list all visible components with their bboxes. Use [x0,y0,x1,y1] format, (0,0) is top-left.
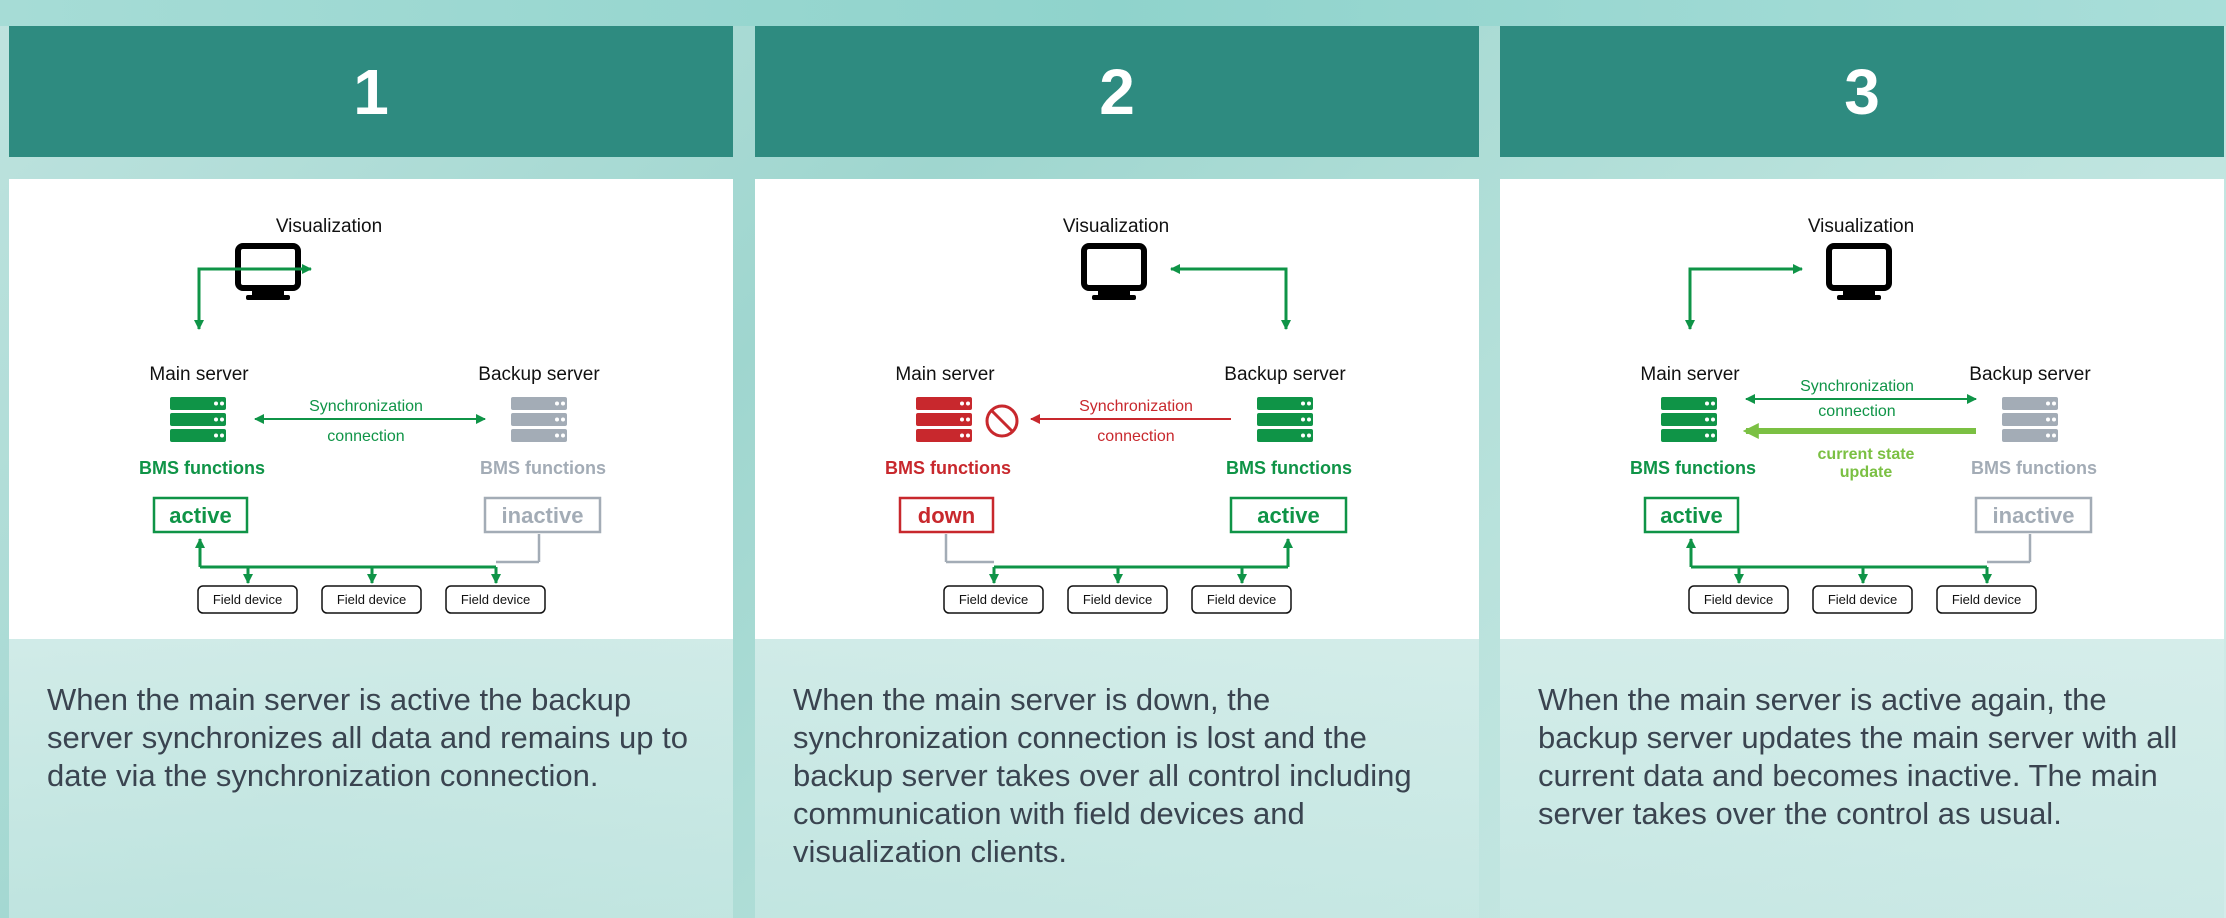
field-device-label: Field device [337,592,406,607]
monitor-icon [1826,243,1892,300]
step-description: When the main server is active again, th… [1538,682,2178,831]
step-description-area: When the main server is active again, th… [1500,639,2224,918]
field-device-label: Field device [213,592,282,607]
step-number: 2 [1099,55,1135,128]
step-number: 3 [1844,55,1880,128]
sync-label-line2: connection [327,428,404,445]
main-bms-label: BMS functions [139,458,265,478]
field-device-2 [1067,585,1168,614]
field-device-label: Field device [461,592,530,607]
step-panel-1: 1 Visualization Main server Backup serve… [9,26,733,918]
visualization-link [1170,264,1291,330]
step-header: 3 [1500,26,2224,157]
step-description: When the main server is active the backu… [47,682,688,793]
field-device-label: Field device [1828,592,1897,607]
field-device-2 [321,585,422,614]
visualization-label: Visualization [276,216,382,237]
field-device-1 [943,585,1044,614]
main-state: down [918,503,975,528]
backup-server-label: Backup server [1224,364,1346,385]
diagram: Visualization Main server Backup server [1500,179,2224,639]
field-device-3 [1191,585,1292,614]
main-server-label: Main server [895,364,995,385]
field-device-3 [445,585,546,614]
field-device-label: Field device [1952,592,2021,607]
step-panel-3: 3 Visualization Main server Backup serve… [1500,26,2224,918]
backup-server-icon [1257,397,1313,442]
field-device-label: Field device [959,592,1028,607]
main-bms-label: BMS functions [1630,458,1756,478]
monitor-icon [1081,243,1147,300]
step-description: When the main server is down, the synchr… [793,682,1412,869]
step-header: 2 [755,26,1479,157]
diagram: Visualization Main server Backup server [755,179,1479,639]
backup-server-icon [511,397,567,442]
backup-state-box [1974,496,2093,534]
sync-label-line1: Synchronization [1079,398,1193,415]
main-state-box [898,496,995,534]
main-state: active [1660,503,1722,528]
main-bms-label: BMS functions [885,458,1011,478]
field-device-label: Field device [1083,592,1152,607]
step-description-area: When the main server is down, the synchr… [755,639,1479,918]
backup-state: inactive [1993,503,2075,528]
field-device-3 [1936,585,2037,614]
main-state-box [152,496,249,534]
main-server-label: Main server [1640,364,1740,385]
field-device-label: Field device [1704,592,1773,607]
step-header: 1 [9,26,733,157]
backup-server-label: Backup server [478,364,600,385]
blocked-icon [985,404,1019,438]
main-state: active [169,503,231,528]
backup-server-icon [2002,397,2058,442]
step-number: 1 [353,55,389,128]
sync-label-line1: Synchronization [1800,378,1914,395]
backup-bms-label: BMS functions [1226,458,1352,478]
step-description-area: When the main server is active the backu… [9,639,733,918]
top-band [0,0,2226,26]
field-device-1 [197,585,298,614]
step-panel-2: 2 Visualization Main server Backup serve… [755,26,1479,918]
visualization-label: Visualization [1063,216,1169,237]
main-state-box [1643,496,1740,534]
visualization-label: Visualization [1808,216,1914,237]
sync-label-line2: connection [1097,428,1174,445]
update-label-line1: current state [1818,446,1915,463]
backup-bms-label: BMS functions [1971,458,2097,478]
visualization-link [194,264,312,330]
field-device-1 [1688,585,1789,614]
backup-state: active [1257,503,1319,528]
main-server-icon [916,397,972,442]
backup-bms-label: BMS functions [480,458,606,478]
sync-label-line1: Synchronization [309,398,423,415]
diagram: Visualization Main server Backup server [9,179,733,639]
main-server-icon [170,397,226,442]
visualization-link [1685,264,1803,330]
update-label-line2: update [1840,464,1893,481]
backup-state-box [1229,496,1348,534]
monitor-icon [235,243,301,300]
backup-server-label: Backup server [1969,364,2091,385]
main-server-label: Main server [149,364,249,385]
main-server-icon [1661,397,1717,442]
backup-state-box [483,496,602,534]
field-device-label: Field device [1207,592,1276,607]
sync-label-line2: connection [1818,403,1895,420]
backup-state: inactive [502,503,584,528]
field-device-2 [1812,585,1913,614]
